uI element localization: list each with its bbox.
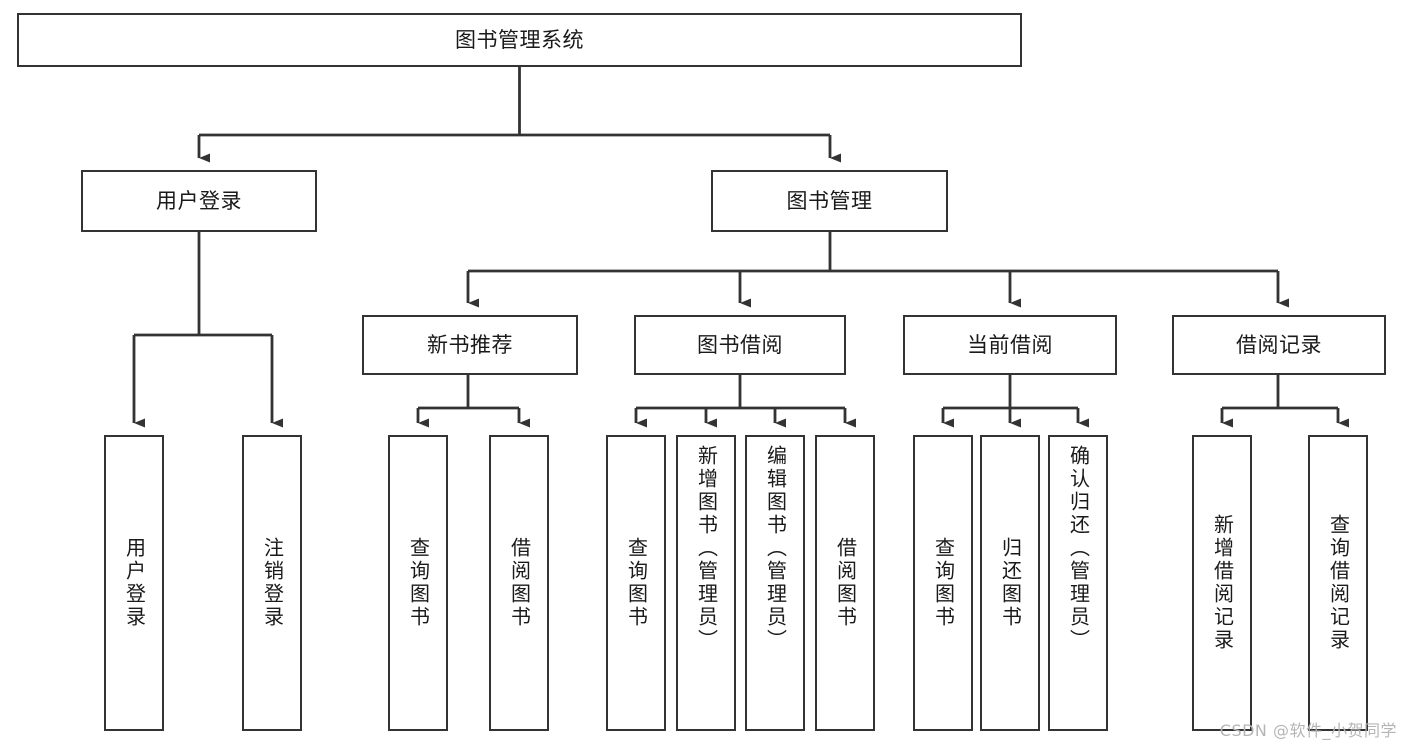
node-leaf-query-borrow-record[interactable]: 查询借阅记录 (1308, 435, 1368, 731)
watermark-text: CSDN @软件_小贺同学 (1219, 721, 1397, 740)
node-leaf-return-book[interactable]: 归还图书 (980, 435, 1040, 731)
node-root-label: 图书管理系统 (455, 27, 584, 52)
node-leaf-query-book-2[interactable]: 查询图书 (606, 435, 666, 731)
node-root[interactable]: 图书管理系统 (17, 13, 1022, 67)
node-new-book-recommend-label: 新书推荐 (427, 332, 513, 357)
node-user-login[interactable]: 用户登录 (81, 170, 317, 232)
node-leaf-add-borrow-record-label: 新增借阅记录 (1210, 514, 1235, 652)
node-borrow-record-label: 借阅记录 (1236, 332, 1322, 357)
node-book-manage-label: 图书管理 (786, 188, 873, 213)
node-leaf-logout-login-label: 注销登录 (260, 537, 285, 629)
node-book-borrow[interactable]: 图书借阅 (634, 315, 846, 375)
node-leaf-query-book-1[interactable]: 查询图书 (388, 435, 448, 731)
node-user-login-label: 用户登录 (156, 188, 242, 213)
node-leaf-edit-book-label: 编辑图书（管理员） (763, 445, 788, 652)
node-book-borrow-label: 图书借阅 (697, 332, 783, 357)
node-leaf-borrow-book-1-label: 借阅图书 (507, 537, 532, 629)
node-leaf-edit-book[interactable]: 编辑图书（管理员） (745, 435, 805, 731)
node-leaf-logout-login[interactable]: 注销登录 (242, 435, 302, 731)
node-leaf-query-book-2-label: 查询图书 (624, 537, 649, 629)
node-leaf-query-book-3-label: 查询图书 (931, 537, 956, 629)
node-leaf-query-borrow-record-label: 查询借阅记录 (1326, 514, 1351, 652)
node-current-borrow-label: 当前借阅 (967, 332, 1053, 357)
node-leaf-return-book-label: 归还图书 (998, 537, 1023, 629)
node-book-manage[interactable]: 图书管理 (711, 170, 948, 232)
node-borrow-record[interactable]: 借阅记录 (1172, 315, 1386, 375)
node-leaf-user-login[interactable]: 用户登录 (104, 435, 164, 731)
node-leaf-borrow-book-1[interactable]: 借阅图书 (489, 435, 549, 731)
node-leaf-add-book-label: 新增图书（管理员） (694, 445, 719, 652)
node-leaf-borrow-book-2[interactable]: 借阅图书 (815, 435, 875, 731)
node-leaf-query-book-1-label: 查询图书 (406, 537, 431, 629)
node-leaf-confirm-return[interactable]: 确认归还（管理员） (1048, 435, 1108, 731)
node-leaf-add-book[interactable]: 新增图书（管理员） (676, 435, 736, 731)
node-leaf-query-book-3[interactable]: 查询图书 (913, 435, 973, 731)
node-leaf-add-borrow-record[interactable]: 新增借阅记录 (1192, 435, 1252, 731)
node-leaf-confirm-return-label: 确认归还（管理员） (1066, 445, 1091, 652)
node-leaf-user-login-label: 用户登录 (122, 537, 147, 629)
node-leaf-borrow-book-2-label: 借阅图书 (833, 537, 858, 629)
node-new-book-recommend[interactable]: 新书推荐 (362, 315, 578, 375)
node-current-borrow[interactable]: 当前借阅 (903, 315, 1117, 375)
